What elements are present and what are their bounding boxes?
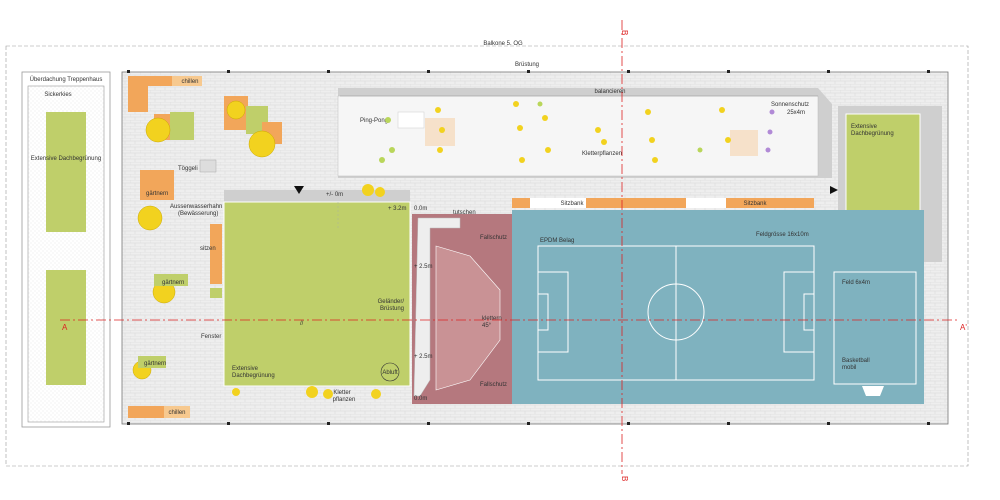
- planter-3: [170, 112, 194, 140]
- break-mark: //: [300, 321, 304, 327]
- sitzbank-light-2: [686, 198, 726, 208]
- foosball-table: [199, 159, 217, 173]
- fall-protection-label-bottom: Fallschutz: [480, 382, 507, 388]
- exhaust-main: [380, 362, 400, 382]
- chill-label-bottom: chillen: [168, 410, 185, 416]
- small-planter: [210, 288, 222, 298]
- level-zero: +/- 0m: [326, 192, 343, 198]
- pingpong-label: Ping-Pong: [360, 118, 388, 124]
- gardening-label-1: gärtnern: [146, 191, 168, 197]
- tap-label: Aussenwasserhahn: [170, 204, 222, 210]
- balcony-label: Balkone 5. OG: [483, 41, 523, 47]
- basketball-label: Basketball: [842, 358, 870, 364]
- climbing-frame-2: [730, 130, 758, 156]
- garden-planter-3: [138, 356, 166, 368]
- section-b-bottom-label: B: [620, 476, 629, 481]
- right-green-roof-label-2: Dachbegrünung: [851, 131, 894, 137]
- green-roof-strip-top: [46, 112, 86, 232]
- level-25-bottom: + 2.5m: [414, 354, 433, 360]
- climbing-angle: 45°: [482, 323, 492, 329]
- sitting-label: sitzen: [200, 246, 216, 252]
- climbing-plants: [435, 101, 731, 163]
- parapet-label: Brüstung: [515, 62, 539, 68]
- garden-planter-2: [154, 274, 188, 286]
- fall-protection: [435, 245, 501, 391]
- pingpong-table: [397, 111, 425, 129]
- section-a-prime-label: A': [960, 323, 967, 332]
- chill-label-top: chillen: [181, 79, 198, 85]
- gardening-label-3: gärtnern: [144, 361, 166, 367]
- level-32: + 3.2m: [388, 206, 407, 212]
- right-green-roof-label-1: Extensive: [851, 124, 878, 130]
- slide-label: tutschen: [453, 210, 476, 216]
- section-b-top-label: B: [620, 30, 629, 35]
- foosball-label: Töggeli: [178, 166, 198, 172]
- sitzbank-label-2: Sitzbank: [743, 201, 767, 207]
- climbing-plants-green: [379, 101, 703, 163]
- court-size-label: Feld 6x4m: [842, 280, 870, 286]
- kletter-label-1: Kletter: [333, 390, 350, 396]
- chill-bench-top-light: [172, 76, 202, 86]
- window-label: Fenster: [201, 334, 221, 340]
- gardening-label-2: gärtnern: [162, 280, 184, 286]
- main-green-roof-label-2: Dachbegrünung: [232, 373, 275, 379]
- sitting-bench: [210, 224, 222, 284]
- fall-protection-label-top: Fallschutz: [480, 235, 507, 241]
- green-roof-strip-label: Extensive Dachbegrünung: [31, 156, 101, 162]
- level-00-bottom: 0.0m: [414, 396, 427, 402]
- basketball-hoop: [862, 386, 884, 396]
- football-pitch: [537, 245, 815, 381]
- level-00-top: 0.0m: [414, 206, 427, 212]
- gravel-label: Sickerkies: [44, 92, 71, 98]
- kletter-label-2: pflanzen: [333, 397, 356, 403]
- climbing-plants-label: Kletterpflanzen: [582, 151, 622, 157]
- pitch-size-label: Feldgrösse 16x10m: [756, 232, 809, 238]
- balcony-outline: [5, 45, 969, 467]
- main-green-roof: [223, 201, 411, 387]
- chill-bench-bottom: [128, 406, 164, 418]
- level-25-top: + 2.5m: [414, 264, 433, 270]
- garden-planter-1: [140, 170, 174, 200]
- basketball-court: [833, 271, 917, 385]
- edge-plants: [232, 184, 385, 399]
- sunshade-label: Sonnenschutz: [771, 102, 809, 108]
- climbing-plants-purple: [765, 109, 775, 153]
- exhaust-main-label: Abluft: [382, 370, 398, 376]
- irrigation-label: (Bewässerung): [178, 211, 218, 217]
- railing-label-2: Brüstung: [380, 306, 404, 312]
- parapet-markers: [127, 70, 930, 425]
- balancing-label: balancieren: [594, 89, 625, 95]
- sitzbank-strip: [512, 198, 814, 208]
- epdm-surface: [512, 210, 924, 404]
- section-a-label: A: [62, 323, 68, 332]
- staircase-roof-label: Überdachung Treppenhaus: [30, 76, 103, 83]
- slide: [413, 217, 461, 397]
- railing-label: Geländer/: [378, 299, 405, 305]
- sunshade-dim: 25x4m: [787, 110, 805, 116]
- direction-arrow-down: [294, 186, 304, 194]
- main-green-roof-label-1: Extensive: [232, 366, 259, 372]
- chill-bench-top-side: [128, 76, 148, 112]
- chill-bench-top: [128, 76, 172, 86]
- chill-bench-bottom-light: [164, 406, 190, 418]
- sitzbank-label-1: Sitzbank: [560, 201, 584, 207]
- mobile-label: mobil: [842, 365, 856, 371]
- sitzbank-light-1: [530, 198, 586, 208]
- climbing-label: klettern: [482, 316, 502, 322]
- green-roof-strip-bottom: [46, 270, 86, 385]
- epdm-label: EPDM Belag: [540, 238, 574, 244]
- direction-arrow-right: [830, 186, 838, 194]
